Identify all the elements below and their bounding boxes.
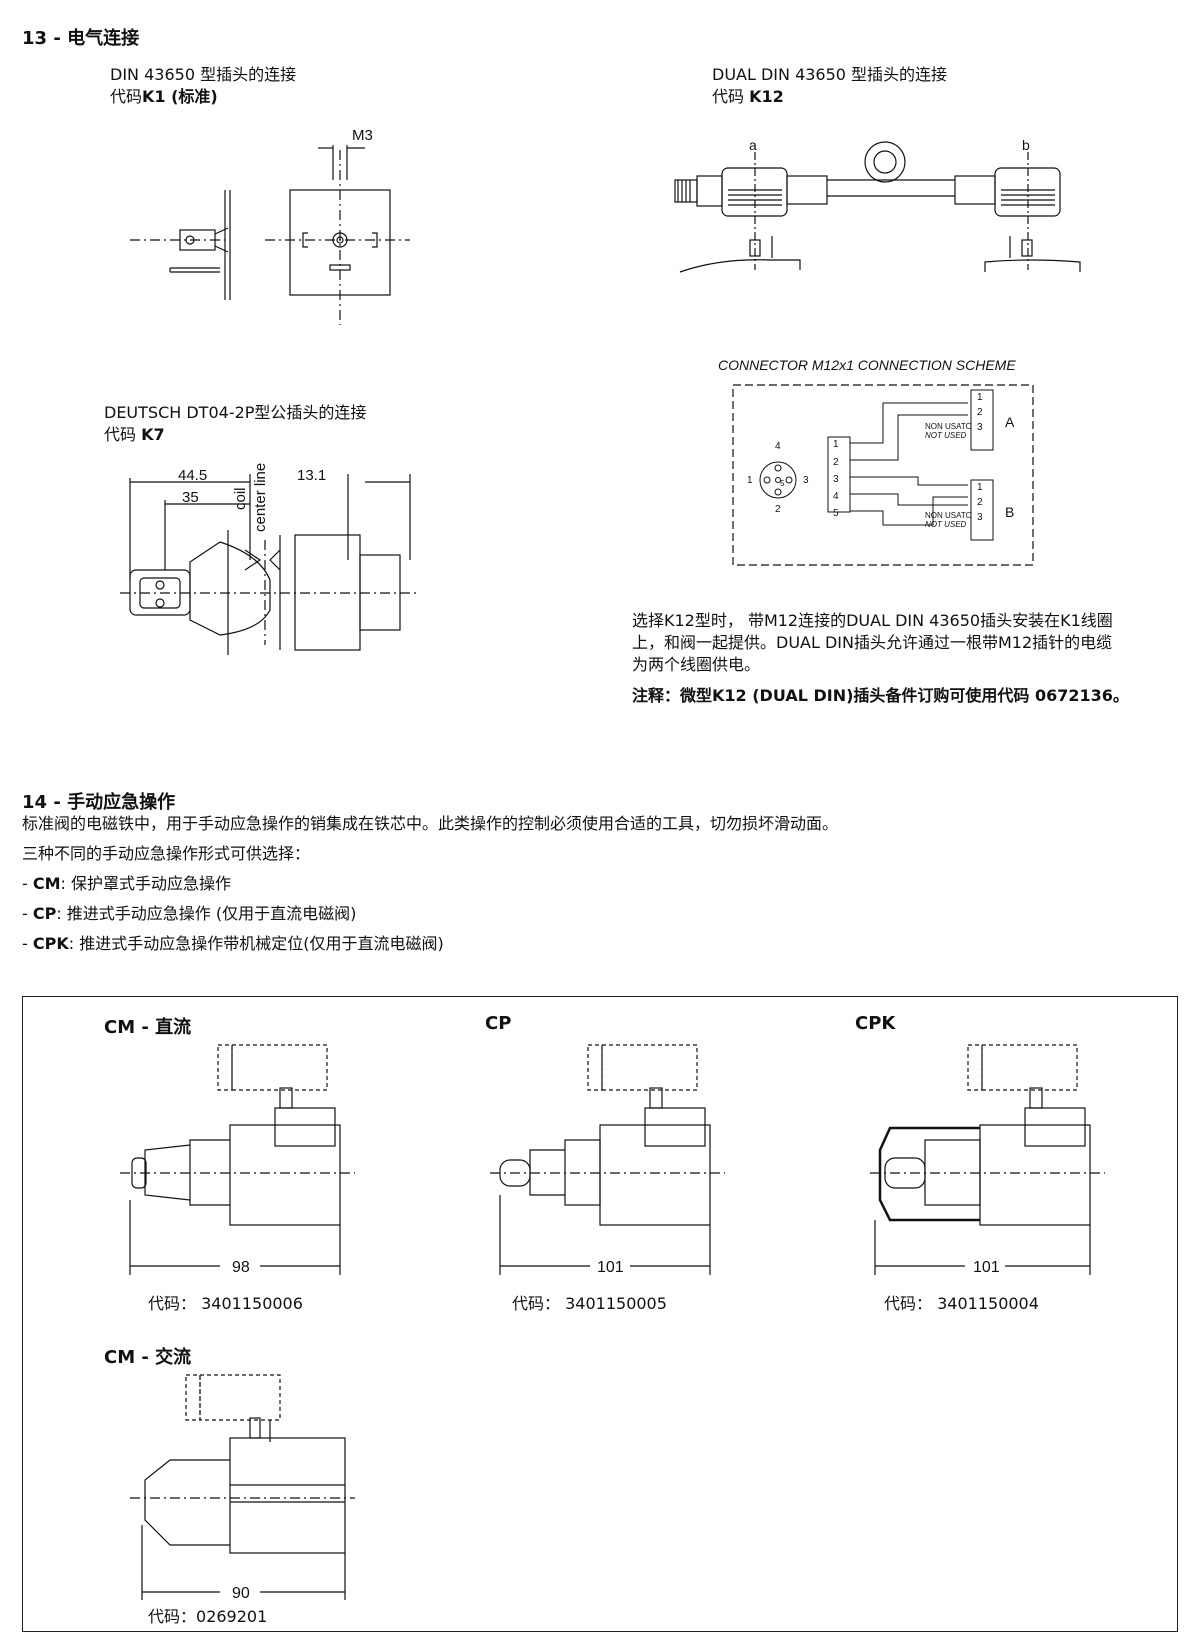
dim-cm-dc: 98 xyxy=(232,1259,250,1276)
m12-scheme-diagram: 4 1 3 2 5 1 2 3 4 5 1 2 3 1 2 3 A B NON USA… xyxy=(732,384,1034,566)
variant-title-cpk: CPK xyxy=(855,1013,896,1034)
svg-text:1: 1 xyxy=(747,475,753,486)
dim-cpk: 101 xyxy=(973,1259,1000,1276)
dim-cp: 101 xyxy=(597,1259,624,1276)
section-14-heading: 14 - 手动应急操作 xyxy=(22,792,176,813)
dim-cm-ac: 90 xyxy=(232,1585,250,1602)
k1-dim-m3: M3 xyxy=(352,127,373,144)
scheme-label-b: B xyxy=(1005,504,1014,520)
list-item: - CM: 保护罩式手动应急操作 xyxy=(22,874,232,893)
list-item: - CP: 推进式手动应急操作 (仅用于直流电磁阀) xyxy=(22,904,357,923)
k7-coil-label: coil xyxy=(232,487,249,510)
variant-title-cm-ac: CM - 交流 xyxy=(104,1347,192,1368)
svg-text:2: 2 xyxy=(775,504,781,515)
variant-title-cp: CP xyxy=(485,1013,512,1034)
svg-text:NON USATO: NON USATO xyxy=(925,422,972,431)
section-title: 电气连接 xyxy=(67,28,140,49)
variant-title-cm-dc: CM - 直流 xyxy=(104,1017,192,1038)
m12-pin-numbers: 1 2 3 4 5 xyxy=(833,439,839,519)
k1-caption: DIN 43650 型插头的连接 代码K1 (标准) xyxy=(110,64,296,108)
k12-drawing: a b xyxy=(674,137,1081,273)
section-number: 13 - xyxy=(22,28,61,49)
drawing-cm-ac: 90 xyxy=(130,1374,355,1602)
svg-text:2: 2 xyxy=(977,407,983,418)
k12-description: 选择K12型时， 带M12连接的DUAL DIN 43650插头安装在K1线圈 … xyxy=(632,610,1192,707)
svg-text:1: 1 xyxy=(977,392,983,403)
svg-text:2: 2 xyxy=(977,497,983,508)
k12-label-a: a xyxy=(749,137,757,153)
k12-note: 注释：微型K12 (DUAL DIN)插头备件订购可使用代码 0672136。 xyxy=(632,686,1129,705)
svg-text:4: 4 xyxy=(833,491,839,502)
k12-code-line: 代码 K12 xyxy=(712,87,784,106)
k12-caption: DUAL DIN 43650 型插头的连接 代码 K12 xyxy=(712,64,947,108)
scheme-title: CONNECTOR M12x1 CONNECTION SCHEME xyxy=(718,357,1016,373)
svg-text:NOT USED: NOT USED xyxy=(925,520,967,529)
k12-title: DUAL DIN 43650 型插头的连接 xyxy=(712,65,948,84)
svg-text:4: 4 xyxy=(775,441,781,452)
code-cm-dc: 代码： 3401150006 xyxy=(148,1294,303,1313)
k7-dim-44-5: 44.5 xyxy=(178,467,207,484)
svg-text:2: 2 xyxy=(833,457,839,468)
k7-caption: DEUTSCH DT04-2P型公插头的连接 代码 K7 xyxy=(104,402,366,446)
drawing-cpk: 101 xyxy=(870,1044,1105,1276)
k7-drawing: 44.5 35 13.1 coil center line xyxy=(120,463,420,655)
drawing-cm-dc: 98 xyxy=(120,1044,355,1276)
svg-text:3: 3 xyxy=(977,512,983,523)
k1-code-line: 代码K1 (标准) xyxy=(110,87,218,106)
svg-text:3: 3 xyxy=(977,422,983,433)
svg-text:NON USATO: NON USATO xyxy=(925,511,972,520)
k1-title: DIN 43650 型插头的连接 xyxy=(110,65,297,84)
k7-center-line-label: center line xyxy=(252,463,269,532)
svg-text:NOT USED: NOT USED xyxy=(925,431,967,440)
svg-text:3: 3 xyxy=(833,474,839,485)
drawing-cp: 101 xyxy=(490,1044,725,1276)
svg-text:5: 5 xyxy=(780,479,785,488)
svg-text:3: 3 xyxy=(803,475,809,486)
k12-label-b: b xyxy=(1022,137,1030,153)
code-cpk: 代码： 3401150004 xyxy=(884,1294,1039,1313)
k7-code-line: 代码 K7 xyxy=(104,425,165,444)
k7-dim-13-1: 13.1 xyxy=(297,467,326,484)
scheme-label-a: A xyxy=(1005,414,1015,430)
k1-drawing: M3 xyxy=(130,127,410,325)
k7-title: DEUTSCH DT04-2P型公插头的连接 xyxy=(104,403,367,422)
svg-text:1: 1 xyxy=(977,482,983,493)
variants-frame xyxy=(22,996,1178,1632)
k7-dim-35: 35 xyxy=(182,489,199,506)
section-13-heading: 13 - 电气连接 xyxy=(22,24,139,50)
section-14-body: 标准阀的电磁铁中，用于手动应急操作的销集成在铁芯中。此类操作的控制必须使用合适的… xyxy=(22,814,839,953)
svg-text:5: 5 xyxy=(833,508,839,519)
list-item: - CPK: 推进式手动应急操作带机械定位(仅用于直流电磁阀) xyxy=(22,934,444,953)
code-cm-ac: 代码：0269201 xyxy=(148,1607,268,1626)
svg-text:1: 1 xyxy=(833,439,839,450)
code-cp: 代码： 3401150005 xyxy=(512,1294,667,1313)
